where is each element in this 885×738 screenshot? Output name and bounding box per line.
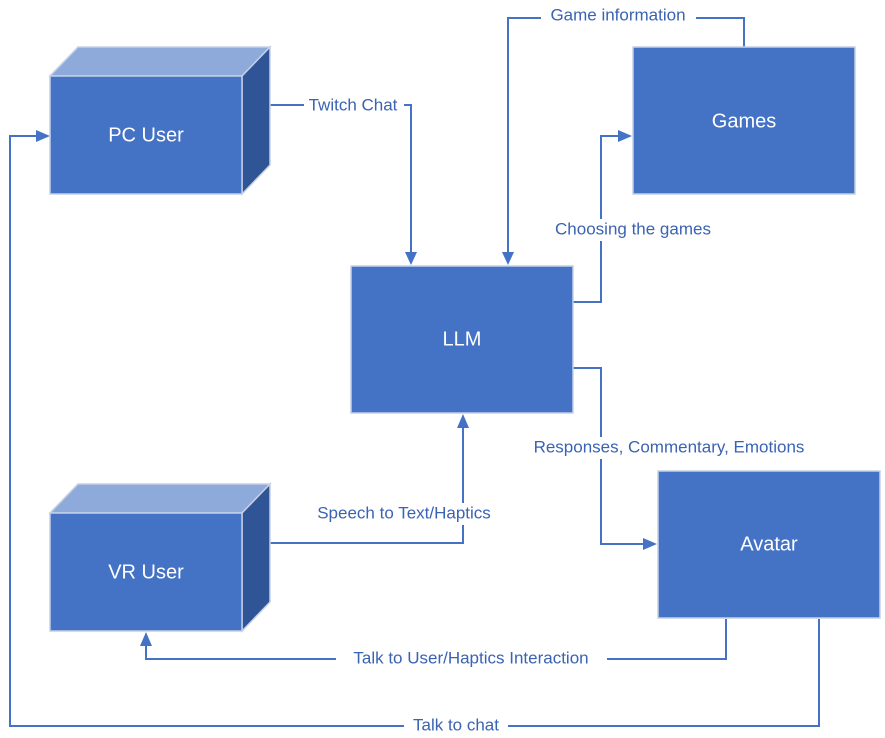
edge-label-talk-to-user: Talk to User/Haptics Interaction (353, 648, 588, 667)
node-pc-user: PC User (48, 45, 272, 196)
edge-choosing-games (573, 130, 632, 303)
node-vr-user: VR User (48, 482, 272, 633)
node-avatar: Avatar (657, 470, 881, 619)
node-llm: LLM (350, 265, 574, 414)
edge-label-talk-to-chat: Talk to chat (413, 715, 499, 734)
edge-twitch-chat (268, 104, 417, 265)
edge-label-game-information: Game information (550, 5, 685, 24)
node-label-avatar: Avatar (740, 533, 798, 555)
node-games: Games (632, 46, 856, 195)
node-label-games: Games (712, 110, 776, 132)
node-label-llm: LLM (443, 328, 482, 350)
edge-speech-to-text (270, 414, 469, 544)
node-label-vr-user: VR User (108, 561, 184, 583)
edge-label-speech-to-text: Speech to Text/Haptics (317, 503, 491, 522)
edge-label-choosing-games: Choosing the games (555, 219, 711, 238)
edge-talk-to-chat (9, 130, 820, 727)
edge-label-responses: Responses, Commentary, Emotions (534, 437, 805, 456)
node-label-pc-user: PC User (108, 124, 184, 146)
edge-label-twitch-chat: Twitch Chat (309, 95, 398, 114)
